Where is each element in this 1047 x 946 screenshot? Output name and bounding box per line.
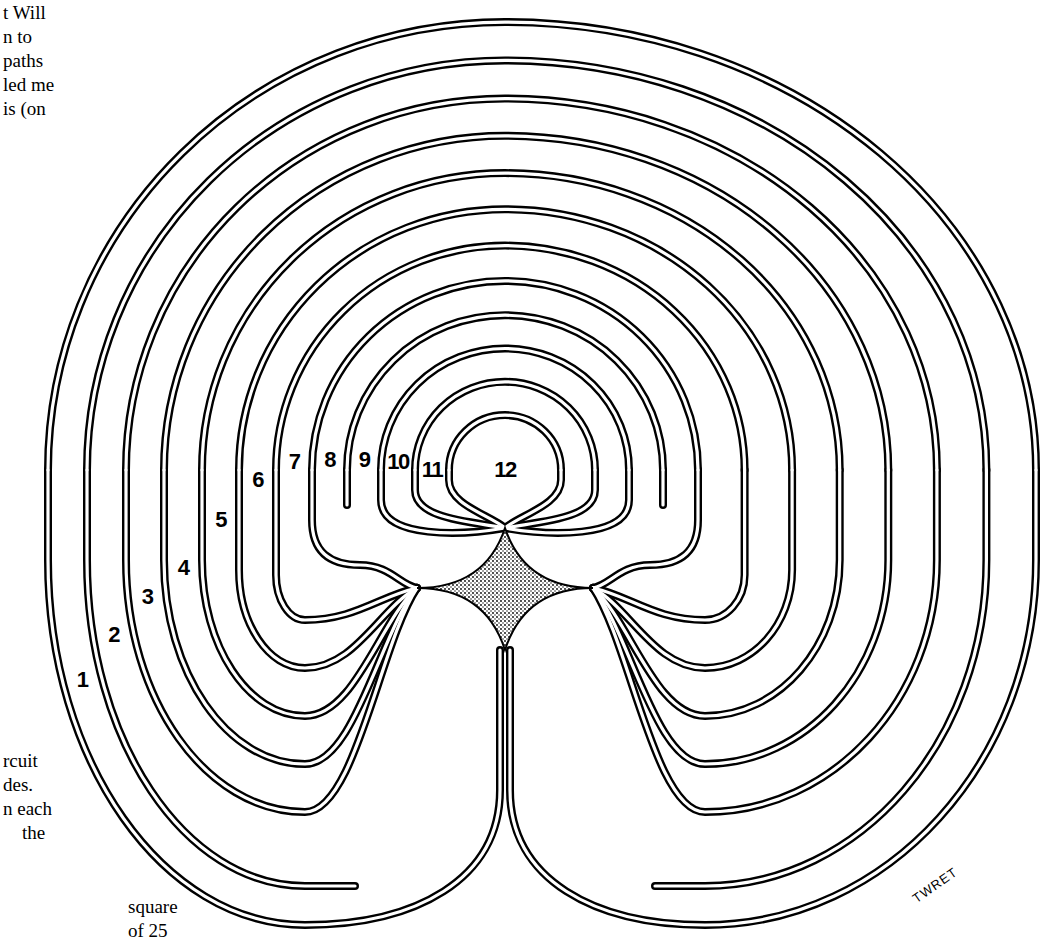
wall-inner-line [126, 99, 937, 470]
wall-inner-line [505, 470, 595, 528]
wall-inner-line [48, 470, 500, 925]
wall-outline [347, 315, 663, 470]
wall-outline [276, 246, 745, 470]
wall-inner-line [381, 470, 505, 533]
wall-inner-line [347, 315, 663, 470]
wall-inner-line [87, 60, 986, 470]
wall-outline [239, 209, 792, 470]
wall-inner-line [202, 470, 417, 716]
page-text-fragment: led me [3, 74, 54, 96]
wall-inner-line [345, 470, 348, 505]
page-text-fragment: n to [3, 26, 32, 48]
wall-inner-line [510, 470, 1036, 925]
circuit-number: 3 [142, 586, 153, 608]
wall-outline [126, 470, 417, 812]
circuit-number: 12 [494, 459, 515, 481]
artist-signature: TWRET [910, 865, 959, 905]
circuit-number: 8 [324, 449, 335, 471]
wall-inner-line [593, 470, 888, 764]
wall-outline [343, 470, 351, 505]
wall-inner-line [276, 470, 417, 620]
wall-outline [202, 173, 840, 470]
wall-inner-line [239, 209, 792, 470]
wall-inner-line [312, 281, 698, 470]
page-text-fragment: is (on [3, 98, 46, 120]
wall-inner-line [202, 173, 840, 470]
wall-outline [505, 470, 629, 533]
wall-inner-line [48, 22, 1036, 470]
wall-outline [659, 470, 667, 505]
circuit-number: 2 [108, 624, 119, 646]
circuit-number: 1 [77, 669, 88, 691]
wall-inner-line [381, 349, 629, 471]
circuit-number: 10 [387, 451, 408, 473]
circuit-number: 11 [422, 459, 442, 481]
wall-inner-line [164, 136, 888, 470]
wall-inner-line [593, 470, 840, 716]
wall-outline [510, 470, 1036, 925]
wall-outline [312, 281, 698, 470]
page-text-fragment: the [22, 822, 45, 844]
wall-outline [415, 382, 595, 470]
wall-outline [381, 349, 629, 471]
wall-inner-line [593, 470, 745, 620]
wall-outline [164, 470, 417, 764]
wall-outline [381, 470, 505, 533]
circuit-number: 4 [178, 557, 189, 579]
page-text-fragment: des. [3, 774, 33, 796]
page-text-fragment: square [128, 896, 178, 918]
wall-outline [164, 136, 888, 470]
circuit-number: 7 [289, 451, 300, 473]
wall-outline [593, 470, 937, 812]
page-text-fragment: of 25 [128, 920, 168, 942]
wall-inner-line [661, 470, 664, 505]
center-stipple [417, 528, 593, 650]
page-text-fragment: t Will [3, 2, 46, 24]
wall-inner-line [276, 246, 745, 470]
circuit-number: 6 [252, 469, 263, 491]
wall-outline [593, 470, 745, 620]
wall-inner-line [593, 470, 792, 668]
wall-outline [276, 470, 417, 620]
wall-outline [48, 22, 1036, 470]
wall-outline [505, 470, 595, 528]
wall-outline [87, 60, 986, 470]
wall-inner-lines [48, 22, 1036, 925]
wall-inner-line [593, 470, 698, 588]
page-text-fragment: paths [3, 50, 43, 72]
wall-outline [126, 99, 937, 470]
wall-inner-line [312, 470, 417, 588]
wall-inner-line [415, 382, 595, 470]
wall-inner-line [593, 470, 937, 812]
wall-inner-line [126, 470, 417, 812]
wall-outline [593, 470, 792, 668]
wall-inner-line [239, 470, 417, 668]
wall-outline [48, 470, 500, 925]
page-text-fragment: rcuit [3, 750, 38, 772]
page-text-fragment: n each [3, 798, 52, 820]
wall-inner-line [505, 470, 629, 533]
circuit-number: 9 [359, 449, 370, 471]
wall-outline [593, 470, 888, 764]
wall-outlines [48, 22, 1036, 925]
wall-inner-line [164, 470, 417, 764]
circuit-number: 5 [215, 509, 226, 531]
